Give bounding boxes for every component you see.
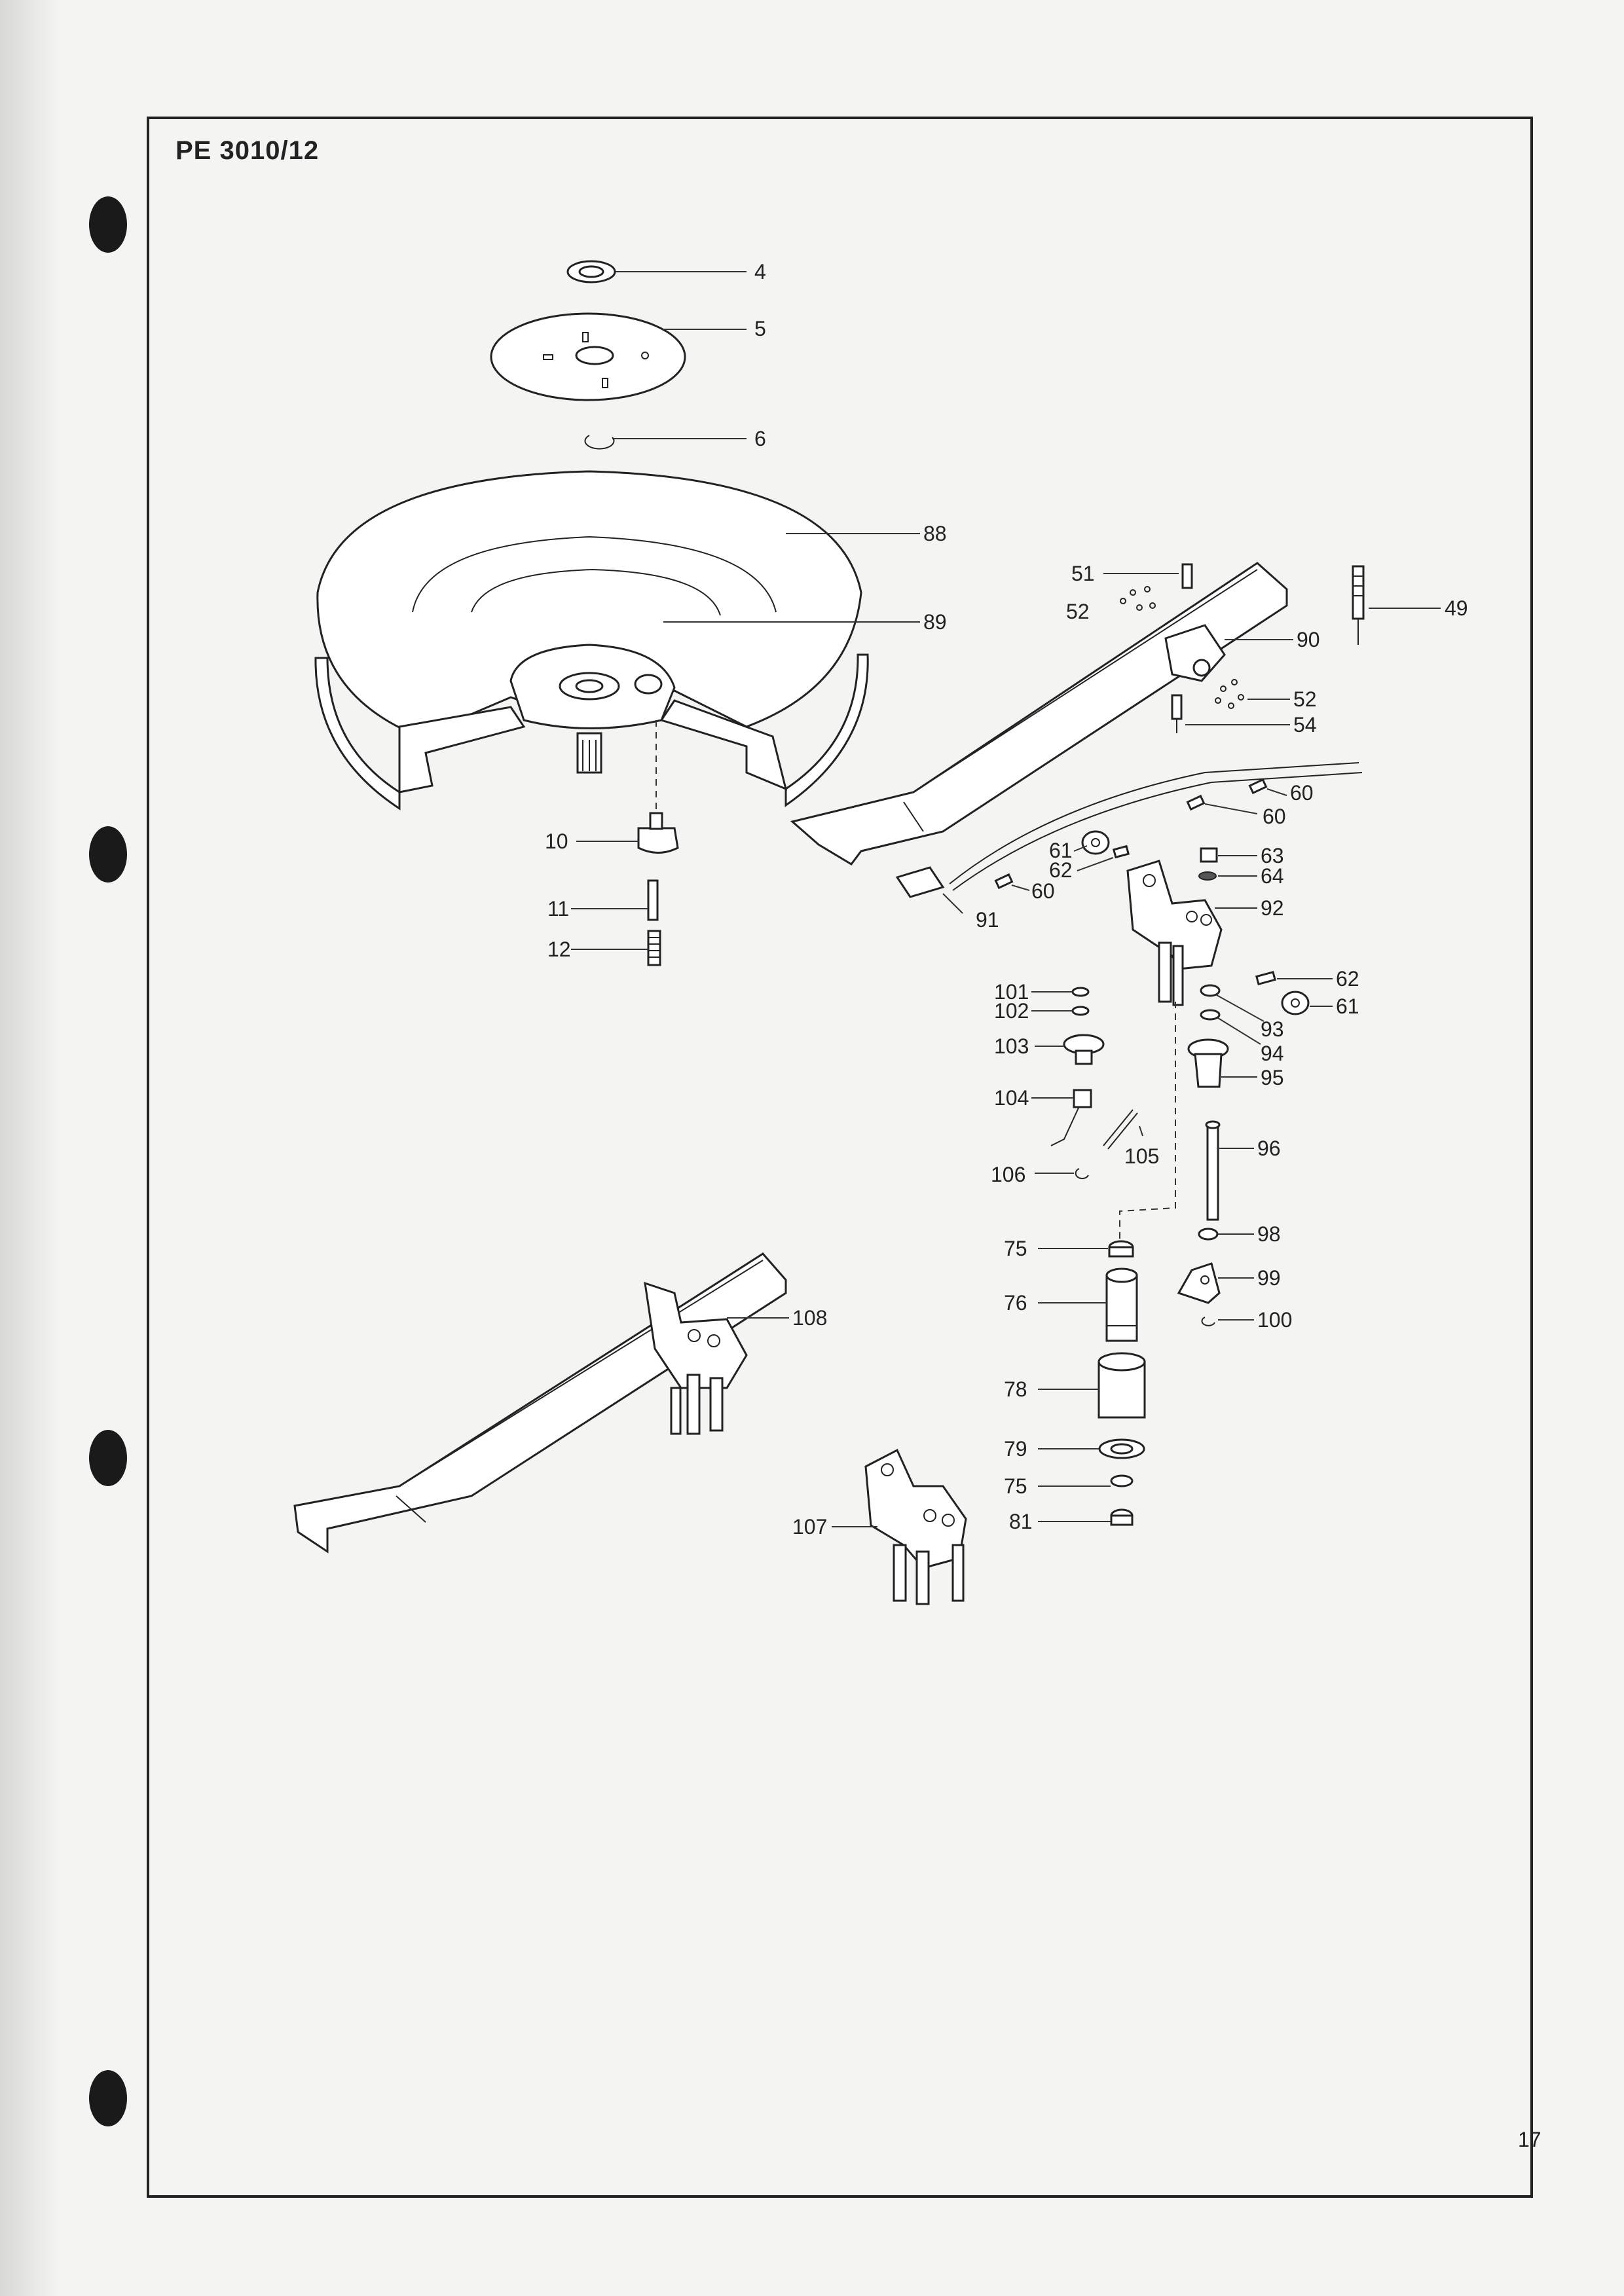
- part-101-washer: 101: [994, 980, 1090, 1004]
- part-49-spring: 49: [1352, 565, 1468, 645]
- callout-49: 49: [1445, 596, 1468, 620]
- callout-4: 4: [754, 260, 766, 283]
- callout-101: 101: [994, 980, 1029, 1004]
- part-75-collar-upper: 75: [1004, 1237, 1134, 1260]
- part-94-washer: 94: [1200, 1009, 1284, 1065]
- part-62-screw-upper: 62: [1049, 845, 1130, 882]
- callout-91: 91: [976, 908, 999, 932]
- callout-6: 6: [754, 427, 766, 450]
- callout-105: 105: [1124, 1144, 1159, 1168]
- callout-5: 5: [754, 317, 766, 340]
- part-6-clip: 6: [584, 427, 766, 450]
- callout-52-lower: 52: [1293, 687, 1317, 711]
- callout-107: 107: [792, 1515, 827, 1539]
- part-108-tonearm-assembly: 108: [293, 1252, 827, 1554]
- callout-88: 88: [923, 522, 947, 545]
- part-5-plate: 5: [490, 312, 766, 401]
- part-103-knurled-knob: 103: [994, 1034, 1105, 1065]
- punch-hole: [89, 826, 127, 883]
- callout-89: 89: [923, 610, 947, 634]
- part-64-washer: 64: [1198, 864, 1284, 888]
- callout-52-upper: 52: [1066, 600, 1090, 623]
- callout-90: 90: [1297, 628, 1320, 651]
- part-11-pin: 11: [547, 879, 659, 921]
- callout-81: 81: [1009, 1510, 1033, 1533]
- callout-11: 11: [547, 897, 569, 920]
- callout-54: 54: [1293, 713, 1317, 737]
- callout-61-b: 61: [1336, 994, 1359, 1018]
- part-100-clip: 100: [1201, 1308, 1292, 1332]
- callout-104: 104: [994, 1086, 1029, 1110]
- page-number: 17: [1518, 2128, 1541, 2151]
- turntable-assembly: 88 89: [314, 470, 947, 825]
- part-75-collar-lower: 75: [1004, 1474, 1134, 1498]
- callout-61-a: 61: [1049, 839, 1073, 862]
- callout-108: 108: [792, 1306, 827, 1330]
- callout-106: 106: [991, 1163, 1025, 1186]
- callout-62-a: 62: [1049, 858, 1073, 882]
- callout-62-b: 62: [1336, 967, 1359, 991]
- callout-75-a: 75: [1004, 1237, 1027, 1260]
- part-81-nut: 81: [1009, 1508, 1134, 1533]
- part-52-balls-lower: 52: [1215, 679, 1317, 711]
- callout-12: 12: [547, 938, 571, 961]
- punch-hole: [89, 1430, 127, 1486]
- part-96-shaft: 96: [1205, 1120, 1281, 1221]
- part-62-screw-lower: 62: [1255, 967, 1359, 991]
- part-104-lever: 104: [994, 1086, 1092, 1146]
- part-76-sleeve: 76: [1004, 1267, 1138, 1342]
- part-61-knob-lower: 61: [1281, 991, 1359, 1018]
- callout-51: 51: [1071, 562, 1095, 585]
- callout-102: 102: [994, 999, 1029, 1023]
- callout-78: 78: [1004, 1377, 1027, 1401]
- part-60-pins: 60 60 60: [994, 778, 1314, 903]
- callout-75-b: 75: [1004, 1474, 1027, 1498]
- callout-93: 93: [1261, 1017, 1284, 1041]
- part-102-washer: 102: [994, 999, 1090, 1023]
- callout-63: 63: [1261, 844, 1284, 867]
- part-63-nut: 63: [1200, 844, 1284, 867]
- part-98-washer: 98: [1198, 1222, 1281, 1246]
- part-92-bracket: 92: [1126, 860, 1284, 1006]
- part-107-bracket-assembly: 107: [792, 1448, 967, 1605]
- callout-103: 103: [994, 1034, 1029, 1058]
- punch-hole: [89, 196, 127, 253]
- callout-79: 79: [1004, 1437, 1027, 1461]
- callout-96: 96: [1257, 1137, 1281, 1160]
- part-79-nut: 79: [1004, 1437, 1145, 1461]
- callout-94: 94: [1261, 1042, 1284, 1065]
- punch-hole: [89, 2070, 127, 2126]
- part-52-balls-upper: 52: [1066, 586, 1156, 623]
- part-10-bushing: 10: [545, 812, 679, 854]
- page-edge-shadow: [0, 0, 59, 2296]
- part-61-knob-upper: 61: [1049, 830, 1110, 862]
- callout-98: 98: [1257, 1222, 1281, 1246]
- callout-95: 95: [1261, 1066, 1284, 1089]
- drawing-frame: [147, 117, 1533, 2198]
- part-106-clip: 106: [991, 1163, 1089, 1186]
- callout-64: 64: [1261, 864, 1284, 888]
- callout-60-c: 60: [1031, 879, 1055, 903]
- part-93-washer: 93: [1200, 984, 1284, 1041]
- callout-99: 99: [1257, 1266, 1281, 1290]
- callout-76: 76: [1004, 1291, 1027, 1315]
- tonearm-wiring: 91: [895, 762, 1363, 932]
- part-99-lever: 99: [1177, 1262, 1281, 1304]
- part-54-screw: 54: [1171, 694, 1317, 737]
- part-12-spring: 12: [547, 930, 661, 966]
- callout-100: 100: [1257, 1308, 1292, 1332]
- part-95-cam: 95: [1187, 1038, 1284, 1089]
- callout-60-a: 60: [1290, 781, 1314, 805]
- callout-10: 10: [545, 829, 568, 853]
- part-90-tonearm: 90: [790, 562, 1320, 866]
- callout-92: 92: [1261, 896, 1284, 920]
- callout-60-b: 60: [1263, 805, 1286, 828]
- part-105-spring: 105: [1103, 1109, 1159, 1168]
- page-title: PE 3010/12: [175, 136, 320, 165]
- part-4-washer: 4: [566, 260, 766, 283]
- assembly-guide-line: [1119, 1002, 1176, 1250]
- part-78-bushing: 78: [1004, 1352, 1146, 1419]
- part-51-screw: 51: [1071, 562, 1193, 589]
